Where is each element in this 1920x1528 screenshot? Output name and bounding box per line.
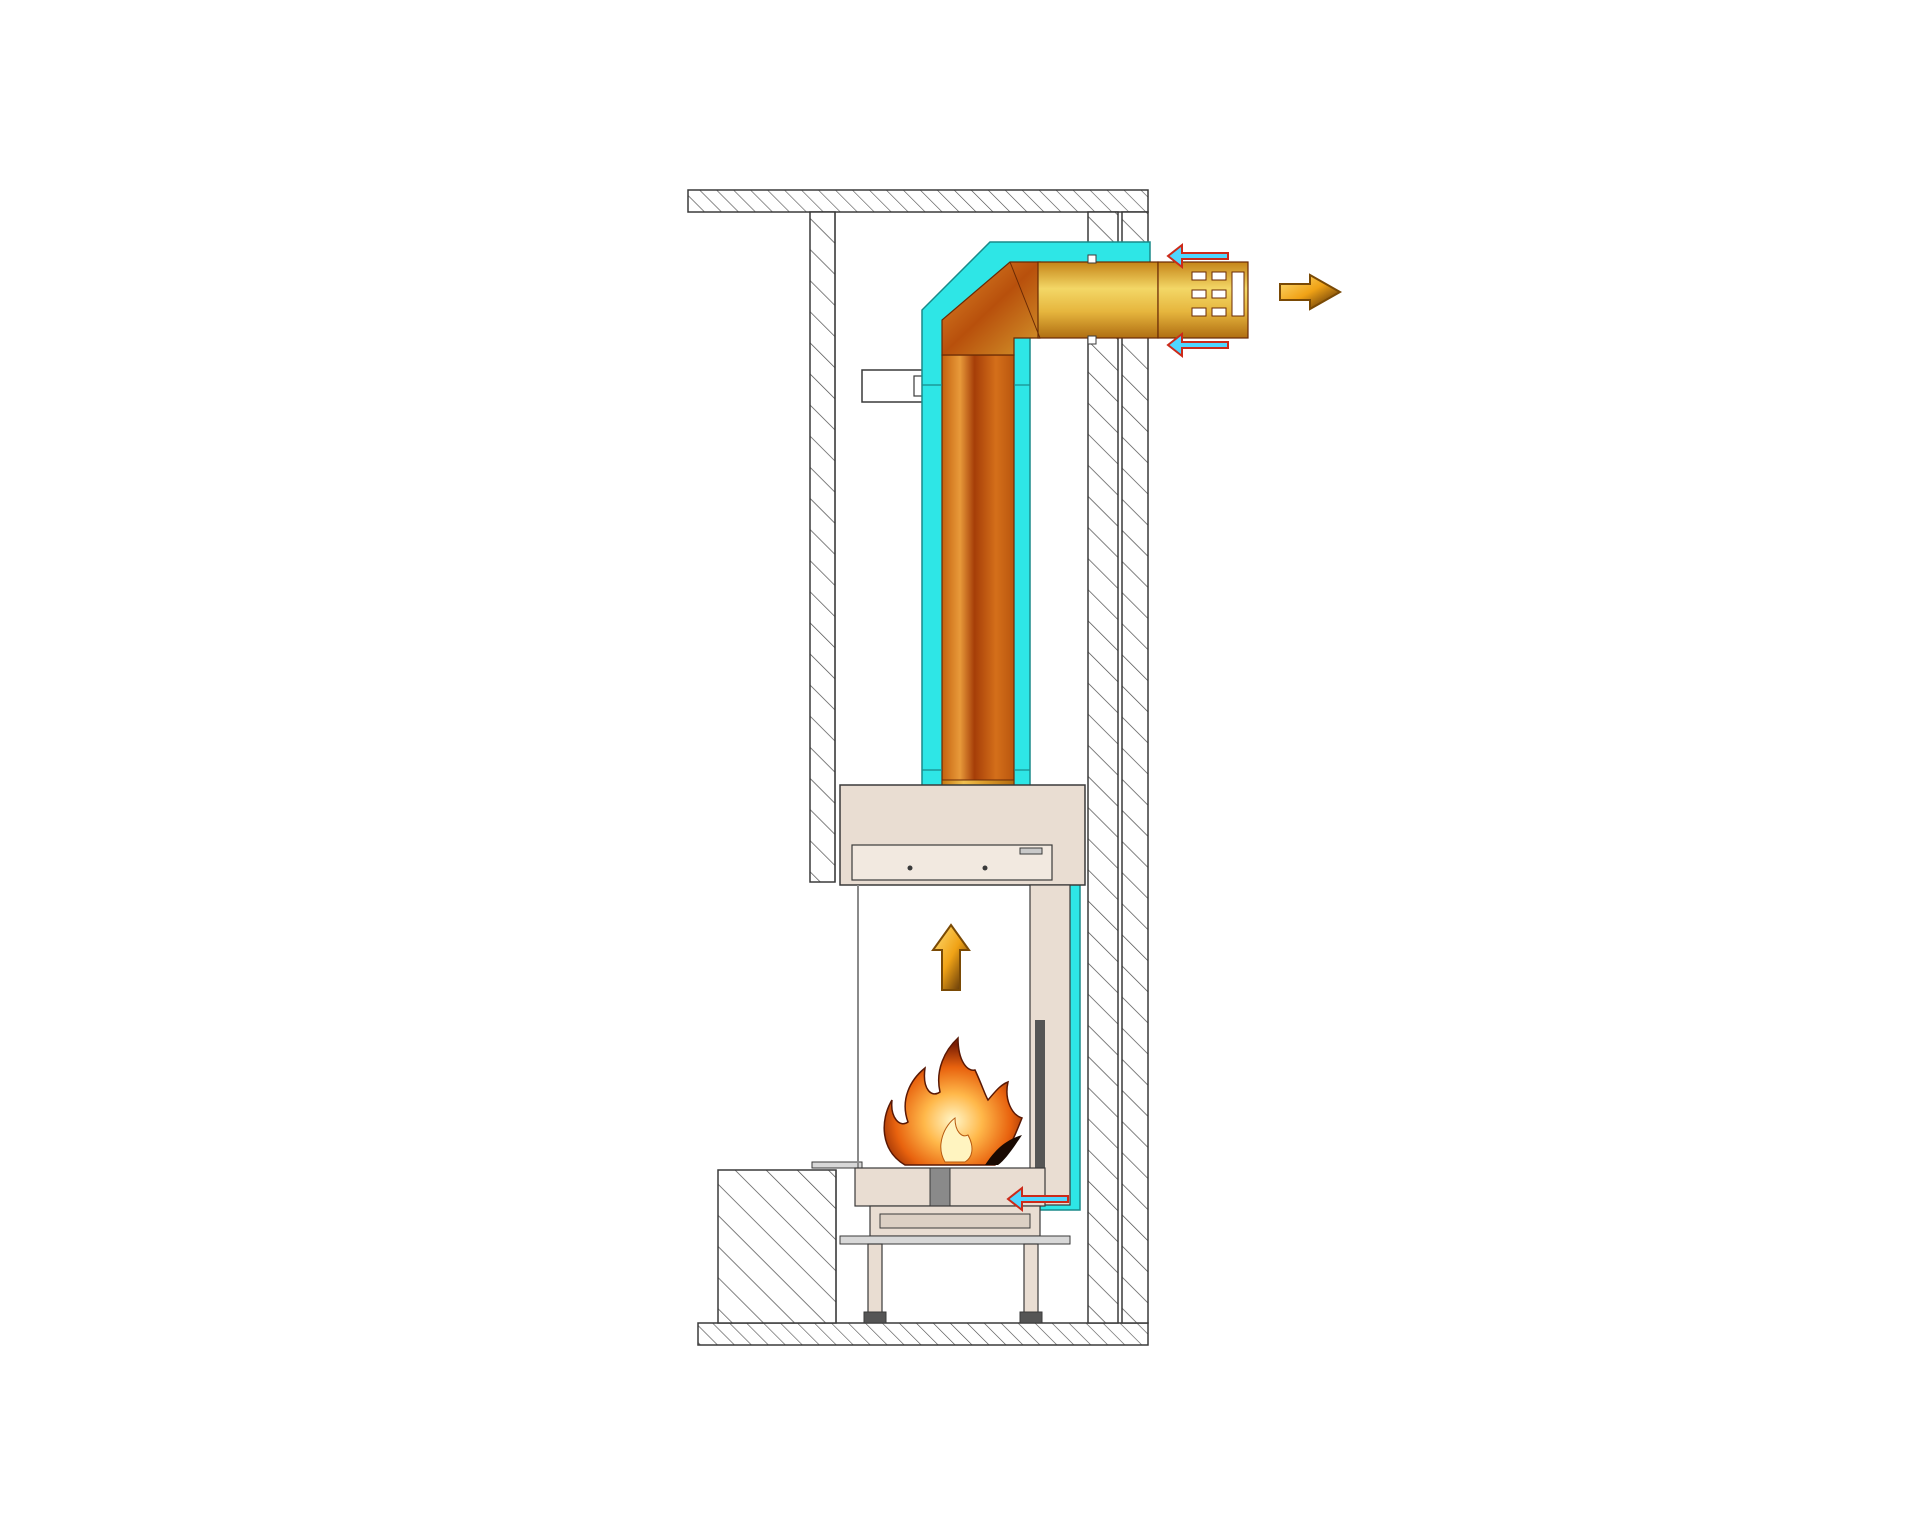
flame: [883, 1036, 1024, 1166]
ceiling-slab: [687, 189, 1149, 213]
floor-slab: [697, 1322, 1149, 1346]
flue-terminal: [1157, 261, 1249, 339]
air-intake-arrow-firebox: [1006, 1185, 1069, 1213]
air-intake-arrow-top: [1166, 242, 1229, 270]
exhaust-arrow: [1279, 273, 1343, 311]
air-intake-arrow-bottom: [1166, 331, 1229, 359]
wall-bracket: [861, 369, 925, 403]
support-legs: [863, 1243, 1043, 1324]
right-outer-wall: [1087, 211, 1149, 1324]
firebox: [839, 784, 1086, 1245]
updraft-arrow: [931, 923, 971, 991]
hearth-block: [717, 1161, 863, 1324]
left-chimney-breast-wall: [809, 211, 836, 883]
